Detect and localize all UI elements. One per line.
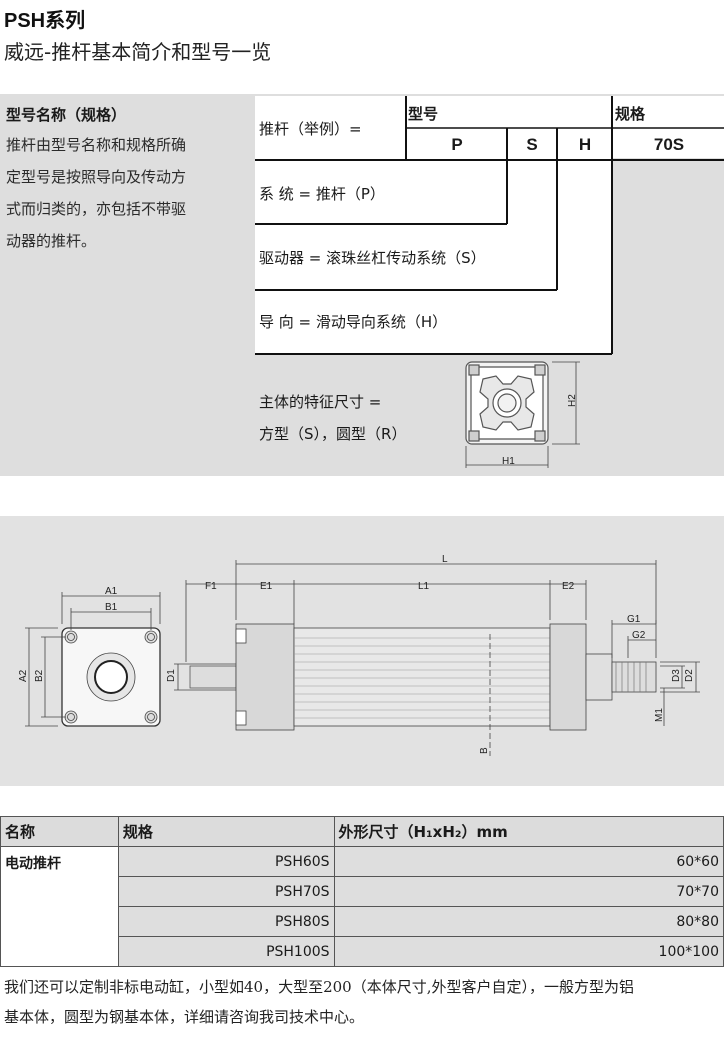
profile-cross-section-icon [465, 361, 549, 445]
table-row: PSH70S 70*70 [1, 876, 724, 907]
col-size: 外形尺寸（H₁xH₂）mm [333, 816, 724, 847]
model-diagram-lines: H1 H2 [255, 96, 724, 468]
feature-line: 主体的特征尺寸 = [259, 392, 382, 411]
guide-line: 导 向 = 滑动导向系统（H） [259, 312, 448, 331]
dim-f1: F1 [205, 581, 217, 592]
system-line: 系 统 = 推杆（P） [259, 184, 385, 203]
dim-b1: B1 [105, 602, 118, 613]
dim-b2: B2 [34, 669, 45, 682]
spec-cell: PSH100S [117, 936, 335, 967]
size-cell: 70*70 [333, 876, 724, 907]
h2-label: H2 [567, 394, 578, 407]
code-p: P [451, 135, 463, 154]
model-header: 型号 [408, 104, 439, 123]
footer-line: 基本体，圆型为钢基本体，详细请咨询我司技术中心。 [4, 1008, 365, 1026]
dim-g1: G1 [627, 614, 641, 625]
table-row: PSH100S 100*100 [1, 936, 724, 967]
intro-line: 推杆由型号名称和规格所确 [6, 136, 187, 154]
actuator-drawing: A1 B1 A2 B2 D1 F1 E1 L1 L E2 G1 G2 D2 D3… [18, 554, 700, 756]
spec-header: 规格 [615, 104, 646, 123]
spec-cell: PSH80S [117, 906, 335, 937]
dim-l: L [442, 554, 448, 565]
spec-cell: PSH60S [117, 846, 335, 877]
col-name: 名称 [0, 816, 119, 847]
h1-label: H1 [502, 456, 515, 467]
size-cell: 100*100 [333, 936, 724, 967]
example-label: 推杆（举例）= [259, 119, 362, 138]
dim-e2: E2 [562, 581, 575, 592]
footer-line: 我们还可以定制非标电动缸，小型如40，大型至200（本体尺寸,外型客户自定），一… [4, 978, 634, 996]
col-spec: 规格 [117, 816, 335, 847]
dim-b: B [479, 747, 490, 754]
table-row: 电动推杆 PSH60S 60*60 [0, 846, 724, 967]
dim-d2: D2 [684, 669, 695, 682]
model-header-box [255, 96, 724, 158]
spec-cell: PSH70S [117, 876, 335, 907]
dim-g2: G2 [632, 630, 646, 641]
product-name: 电动推杆 [0, 846, 119, 967]
intro-line: 式而归类的，亦包括不带驱 [6, 200, 187, 218]
dim-d3: D3 [671, 669, 682, 682]
page-title: PSH系列 [4, 10, 86, 32]
intro-line: 动器的推杆。 [6, 232, 97, 250]
table-header-row: 名称 规格 外形尺寸（H₁xH₂）mm [0, 816, 724, 847]
model-name-heading: 型号名称（规格） [6, 106, 127, 124]
code-h: H [578, 135, 592, 154]
dim-a1: A1 [105, 586, 118, 597]
feature-line: 方型（S），圆型（R） [259, 424, 407, 443]
size-cell: 80*80 [333, 906, 724, 937]
drive-line: 驱动器 = 滚珠丝杠传动系统（S） [259, 248, 486, 267]
dim-e1: E1 [260, 581, 273, 592]
page-subtitle: 威远-推杆基本简介和型号一览 [4, 40, 272, 64]
dim-l1: L1 [418, 581, 430, 592]
size-cell: 60*60 [333, 846, 724, 877]
spec-value: 70S [653, 135, 685, 154]
dim-m1: M1 [654, 708, 665, 722]
dim-a2: A2 [18, 669, 29, 682]
dim-d1: D1 [166, 669, 177, 682]
model-description-box [255, 158, 612, 354]
spec-table: 名称 规格 外形尺寸（H₁xH₂）mm 电动推杆 PSH60S 60*60 PS… [0, 816, 724, 967]
code-s: S [526, 135, 538, 154]
intro-line: 定型号是按照导向及传动方 [6, 168, 187, 186]
